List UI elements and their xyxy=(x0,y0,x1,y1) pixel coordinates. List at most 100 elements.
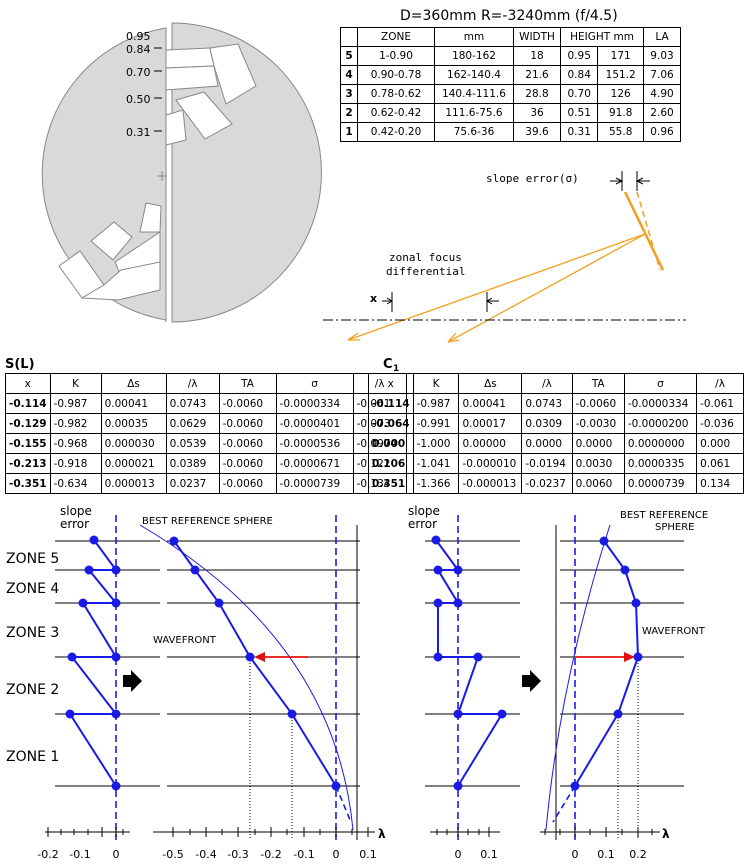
zone-label: ZONE 5 xyxy=(6,551,59,567)
axis2-tick: -0.1 xyxy=(293,848,314,861)
c1-table-cell: -0.0000200 xyxy=(623,413,698,434)
transform-arrow-right xyxy=(522,670,541,692)
c1-table-cell: 0.000 xyxy=(368,433,414,454)
panel3-dots xyxy=(431,535,507,791)
c1-table-cell: 0.0743 xyxy=(521,393,573,414)
axis2-tick: -0.5 xyxy=(162,848,183,861)
c1-table-cell: 0.0000000 xyxy=(623,433,698,454)
reference-sphere-left xyxy=(139,524,354,831)
zone-mask: 0.95 0.84 0.70 0.50 0.31 xyxy=(41,22,322,323)
zone-table-cell: 171 xyxy=(597,46,644,66)
c1-table-cell: 0.061 xyxy=(696,453,744,474)
s-l-table-cell: 0.000021 xyxy=(100,453,167,474)
c1-table-cell: -0.000013 xyxy=(458,473,523,494)
transform-arrow-left xyxy=(123,670,142,692)
c1-table-cell: 0.0060 xyxy=(571,473,625,494)
zone-table-cell: 0.96 xyxy=(643,122,681,142)
zone-table-cell: 180-162 xyxy=(434,46,514,66)
mask-cutouts-upper xyxy=(165,43,257,146)
zone-table-cell: 0.31 xyxy=(559,122,599,142)
c1-table-cell: 0.134 xyxy=(696,473,744,494)
zone-table-cell: 2 xyxy=(340,103,358,123)
c1-table-cell: 0.351 xyxy=(368,473,414,494)
c1-table-cell: 0.0000 xyxy=(521,433,573,454)
zone-label: ZONE 4 xyxy=(6,581,59,597)
s-l-table-cell: -0.0060 xyxy=(218,433,277,454)
zone-table-cell: 1-0.90 xyxy=(357,46,435,66)
axis1-tick: -0.1 xyxy=(69,848,90,861)
zone-table-header-cell: WIDTH xyxy=(513,27,561,47)
zone-table-cell: 2.60 xyxy=(643,103,681,123)
s-l-table-cell: -0.114 xyxy=(5,393,51,414)
zone-table-header-cell: LA xyxy=(643,27,681,47)
reflected-ray-1 xyxy=(347,233,646,341)
mask-zone-label: 0.50 xyxy=(126,93,151,106)
c1-table-cell: -1.366 xyxy=(412,473,460,494)
s-l-table-cell: -0.634 xyxy=(49,473,102,494)
block-label-left: S(L) xyxy=(5,357,35,372)
panel2-zone-lines xyxy=(167,540,360,787)
block-label-right-sub: 1 xyxy=(393,364,399,374)
c1-table-cell: -1.000 xyxy=(412,433,460,454)
zone-table-header-cell xyxy=(340,27,358,47)
axis4-tick: 0.2 xyxy=(629,848,647,861)
c1-table-header-cell: Δs xyxy=(458,373,523,394)
zone-table-cell: 0.62-0.42 xyxy=(357,103,435,123)
s-l-table-header-cell: /λ xyxy=(165,373,220,394)
reference-sphere-right xyxy=(545,524,611,831)
zone-table-header-cell: ZONE xyxy=(357,27,435,47)
zone-table-cell: 9.03 xyxy=(643,46,681,66)
axis2-tick: -0.3 xyxy=(227,848,248,861)
s-l-table-cell: -0.982 xyxy=(49,413,102,434)
s-l-table-cell: 0.0743 xyxy=(165,393,220,414)
zone-table-cell: 0.42-0.20 xyxy=(357,122,435,142)
zone-table-cell: 0.78-0.62 xyxy=(357,84,435,104)
s-l-table-cell: 0.000030 xyxy=(100,433,167,454)
axis-tick-labels: -0.2 -0.1 0 -0.5 -0.4 -0.3 -0.2 -0.1 0 0… xyxy=(37,848,646,861)
zone-table-cell: 39.6 xyxy=(513,122,561,142)
c1-table-cell: -0.0237 xyxy=(521,473,573,494)
wavefront-label-right: WAVEFRONT xyxy=(642,626,706,637)
c1-table-cell: 0.00017 xyxy=(458,413,523,434)
mask-disk-left-half xyxy=(41,27,167,321)
s-l-table-cell: -0.987 xyxy=(49,393,102,414)
zone-label: ZONE 2 xyxy=(6,682,59,698)
mask-cutouts-lower xyxy=(58,202,162,301)
wavefront-error-arrowhead-left xyxy=(254,652,265,662)
bottom-plots: ZONE 5 ZONE 4 ZONE 3 ZONE 2 ZONE 1 slope… xyxy=(6,504,708,861)
zone-label: ZONE 3 xyxy=(6,625,59,641)
zone-table-header-cell: HEIGHT mm xyxy=(560,27,644,47)
panel2-dotted-guides xyxy=(249,657,293,840)
reference-sphere-label-right: BEST REFERENCE xyxy=(620,510,708,521)
axis4-tick: 0.1 xyxy=(597,848,615,861)
s-l-table-cell: -0.0060 xyxy=(218,453,277,474)
zone-table-cell: 151.2 xyxy=(597,65,644,85)
s-l-table-cell: 0.0629 xyxy=(165,413,220,434)
mask-zone-ticks xyxy=(154,47,162,132)
zone-table-cell: 0.95 xyxy=(559,46,599,66)
s-l-table-cell: -0.0060 xyxy=(218,413,277,434)
zone-table-cell: 126 xyxy=(597,84,644,104)
s-l-table-cell: -0.155 xyxy=(5,433,51,454)
c1-table-cell: 0.0000 xyxy=(571,433,625,454)
page-title: D=360mm R=-3240mm (f/4.5) xyxy=(400,8,618,24)
c1-table-cell: -0.114 xyxy=(368,393,414,414)
zone-table-cell: 4.90 xyxy=(643,84,681,104)
zone-table-cell: 111.6-75.6 xyxy=(434,103,514,123)
axis2-tick: 0.1 xyxy=(359,848,377,861)
s-l-table-header-cell: K xyxy=(49,373,102,394)
zone-table-cell: 75.6-36 xyxy=(434,122,514,142)
panel2-wavefront-ext xyxy=(335,785,351,821)
s-l-table-header-cell: TA xyxy=(218,373,277,394)
